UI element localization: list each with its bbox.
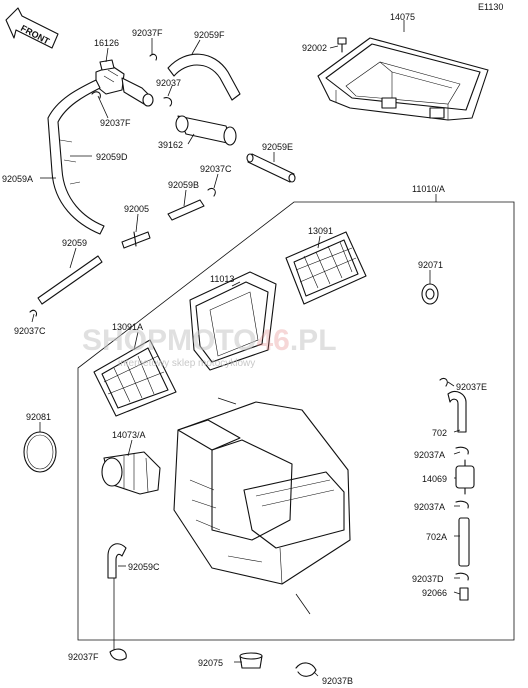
part-label: 92059E <box>262 142 293 152</box>
part-label: 92066 <box>422 588 447 598</box>
part-label: 11010/A <box>412 184 445 194</box>
clip-92037e <box>439 377 448 387</box>
part-label: 14075 <box>390 12 415 22</box>
cap-92075 <box>239 652 263 669</box>
part-label: 92002 <box>302 43 327 53</box>
part-label: 39162 <box>158 140 183 150</box>
screen-13091 <box>285 231 367 305</box>
part-label: 92037E <box>456 382 487 392</box>
part-label: 92059F <box>194 30 225 40</box>
watermark: SHOPMOTO46.PL internetowy sklep motocykl… <box>82 324 337 369</box>
clip-92037c-upper <box>207 187 216 197</box>
elbow-92059c <box>107 543 127 579</box>
air-box-housing <box>173 397 351 615</box>
valve-16126 <box>95 59 154 107</box>
clamp-92037f-bottom <box>109 648 127 661</box>
diagram-code: E1130 <box>478 2 503 12</box>
part-label: 92037A <box>414 502 445 512</box>
hose-92059f <box>167 53 241 101</box>
part-label: 14073/A <box>112 430 146 440</box>
part-label: 11013 <box>210 274 234 284</box>
part-label: 92059C <box>128 562 160 572</box>
airbox-assembly-frame <box>77 201 515 641</box>
clamp-92037d <box>455 572 469 581</box>
hose-702 <box>447 391 467 433</box>
part-label: 92059B <box>168 180 199 190</box>
part-label: 13091A <box>112 322 143 332</box>
tube-92059b <box>167 199 205 221</box>
leader-lines <box>31 20 461 677</box>
filter-element-11013 <box>189 271 277 371</box>
part-label: 92037F <box>100 118 131 128</box>
part-labels: 14075 92002 16126 92037F 92059F 92037 92… <box>2 12 487 686</box>
part-label: 92037 <box>156 78 181 88</box>
part-label: 92059D <box>96 152 128 162</box>
filter-39162 <box>175 115 237 146</box>
clip-92037f-mid <box>91 91 101 99</box>
svg-text:internetowy sklep motocyklowy: internetowy sklep motocyklowy <box>118 358 255 369</box>
part-label: 92037F <box>68 652 99 662</box>
part-label: 92075 <box>198 658 223 668</box>
tube-92059e <box>247 153 295 183</box>
part-label: 92071 <box>418 260 443 270</box>
clip-92037f-top <box>149 53 158 61</box>
part-label: 92059 <box>62 238 87 248</box>
svg-text:SHOPMOTO46.PL: SHOPMOTO46.PL <box>82 324 337 357</box>
tube-92059 <box>37 255 103 305</box>
clamp-92037a-lower <box>455 500 469 509</box>
front-arrow-icon: FRONT <box>5 7 59 49</box>
plug-92066 <box>459 587 469 601</box>
part-label: 92037A <box>414 450 445 460</box>
part-label: 92037D <box>412 574 444 584</box>
part-label: 16126 <box>94 38 119 48</box>
part-label: 92037B <box>322 676 353 686</box>
o-ring-92081 <box>23 431 57 473</box>
clamp-92037a-upper <box>455 446 469 455</box>
clamp-92037b <box>295 662 317 677</box>
part-label: 92081 <box>26 412 51 422</box>
clip-92037c-lower <box>29 309 38 317</box>
duct-14073a <box>101 451 161 495</box>
air-box-cover-tray <box>317 37 489 121</box>
screen-13091a <box>93 339 177 417</box>
bolt-92002 <box>337 37 347 53</box>
hose-92059a <box>47 79 105 235</box>
part-label: 13091 <box>308 226 333 236</box>
fitting-92005 <box>121 231 151 249</box>
part-label: 92037C <box>14 326 46 336</box>
part-label: 92059A <box>2 174 33 184</box>
fuel-filter-14069 <box>455 459 475 495</box>
part-label: 702A <box>426 532 447 542</box>
grommet-92071 <box>421 283 439 305</box>
part-label: 92037C <box>200 164 232 174</box>
clip-92037 <box>163 97 173 107</box>
part-label: 14069 <box>422 474 447 484</box>
part-label: 702 <box>432 428 447 438</box>
part-label: 92005 <box>124 204 149 214</box>
part-label: 92037F <box>132 28 163 38</box>
hose-702a <box>458 517 470 567</box>
